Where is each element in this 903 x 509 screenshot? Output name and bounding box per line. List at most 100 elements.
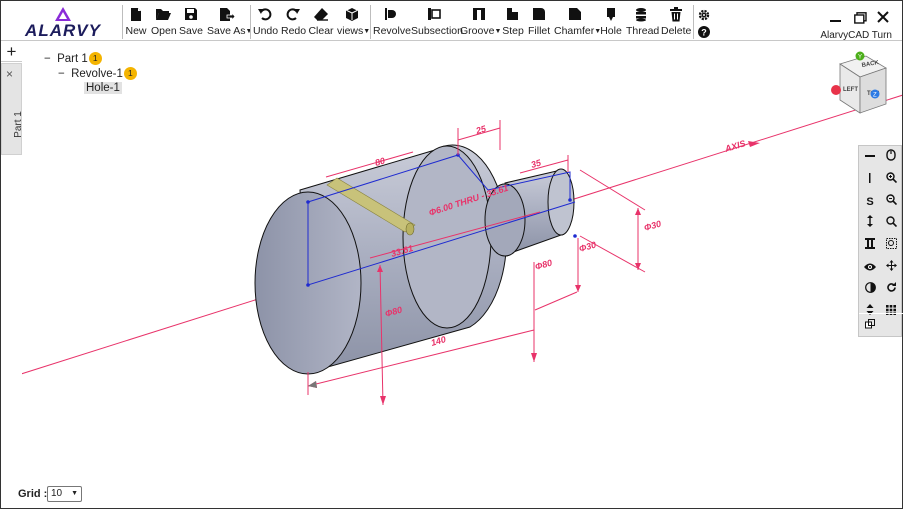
dimension-lines: [307, 120, 646, 406]
zoom-window-icon[interactable]: [881, 236, 901, 256]
i-beam-icon[interactable]: [860, 236, 880, 256]
grid-icon[interactable]: [881, 302, 901, 322]
subsection-button[interactable]: Subsection: [411, 7, 463, 39]
help-icon[interactable]: ?: [698, 26, 710, 41]
axis-x-dot: [831, 85, 841, 95]
undo-button[interactable]: Undo: [253, 7, 278, 39]
axis-z-label: Z: [873, 93, 877, 99]
add-part-button[interactable]: +: [1, 42, 22, 62]
save-button[interactable]: Save: [179, 7, 203, 39]
thread-icon: [626, 7, 656, 23]
subsection-icon: [411, 7, 457, 23]
app-name-label: AlarvyCAD Turn: [820, 30, 892, 41]
svg-text:?: ?: [701, 28, 707, 38]
zoom-in-icon[interactable]: [881, 170, 901, 190]
tree-item-hole-label: Hole-1: [84, 82, 122, 94]
tree-count-badge: 1: [88, 52, 102, 65]
eraser-icon: [308, 7, 334, 23]
grid-size-value: 10: [51, 488, 63, 499]
zoom-fit-icon[interactable]: [881, 214, 901, 234]
tree-item-hole[interactable]: Hole-1: [84, 82, 122, 94]
part-tab-strip: + × Part 1: [1, 42, 24, 155]
collapse-icon[interactable]: −: [58, 68, 65, 80]
toolbar-separator: [370, 5, 371, 39]
close-window-icon[interactable]: [877, 10, 889, 26]
3d-viewport[interactable]: AXIS: [1, 42, 903, 508]
iso-view-icon[interactable]: [860, 316, 880, 336]
drilled-hole: [326, 177, 416, 236]
axis-z-dot: [870, 89, 880, 99]
cube-left-face: LEFT: [843, 87, 858, 93]
part-tab[interactable]: × Part 1: [1, 63, 24, 155]
close-tab-icon[interactable]: ×: [6, 67, 14, 81]
open-button[interactable]: Open: [151, 7, 177, 39]
drill-hole-icon: [600, 7, 622, 23]
up-down-icon[interactable]: [860, 302, 880, 322]
dim-80-top: 80: [374, 156, 386, 168]
grid-size-select[interactable]: 10 ▼: [47, 486, 82, 502]
view-cube[interactable]: BACK LEFT TOP Y Z: [826, 50, 892, 116]
dim-phi80-a: Φ80: [534, 258, 554, 272]
axis-arrow: [748, 141, 760, 147]
chamfer-icon: [554, 7, 596, 23]
dim-25: 25: [474, 123, 488, 136]
toolbar: ALARVY New Open Save Save As▼ Undo Redo …: [1, 1, 902, 41]
clear-button[interactable]: Clear: [308, 7, 334, 39]
view-side-button[interactable]: [860, 170, 880, 190]
trash-icon: [661, 7, 691, 23]
view-tools-panel: S: [858, 145, 903, 337]
dim-phi30-b: Φ30: [578, 240, 598, 254]
tree-item-revolve-label: Revolve-1: [71, 68, 123, 80]
maximize-icon[interactable]: [854, 11, 867, 27]
extension-arrows: [308, 381, 317, 388]
view-front-button[interactable]: [860, 148, 880, 168]
undo-icon: [253, 7, 277, 23]
fillet-icon: [528, 7, 550, 23]
hole-button[interactable]: Hole: [600, 7, 622, 39]
folder-open-icon: [151, 7, 175, 23]
svg-text:ALARVY: ALARVY: [24, 21, 102, 39]
vertical-arrows-icon[interactable]: [860, 214, 880, 234]
mouse-icon[interactable]: [881, 148, 901, 168]
axis-y-dot: [855, 51, 865, 61]
sketch-vertices: [306, 153, 577, 287]
chamfer-button[interactable]: Chamfer▼: [554, 7, 601, 39]
views-button[interactable]: views▼: [337, 7, 370, 39]
fillet-button[interactable]: Fillet: [528, 7, 550, 39]
revolve-button[interactable]: Revolve: [373, 7, 411, 39]
toolbar-separator: [693, 5, 694, 39]
chevron-down-icon: ▼: [71, 490, 78, 497]
cad-drawing: AXIS: [1, 94, 903, 406]
groove-icon: [460, 7, 498, 23]
thread-button[interactable]: Thread: [626, 7, 659, 39]
new-file-icon: [125, 7, 147, 23]
step-button[interactable]: Step: [502, 7, 524, 39]
settings-gear-icon[interactable]: [698, 9, 710, 24]
minimize-icon[interactable]: [830, 9, 842, 26]
save-as-button[interactable]: Save As▼: [207, 7, 252, 39]
redo-icon: [281, 7, 305, 23]
zoom-out-icon[interactable]: [881, 192, 901, 212]
save-as-icon: [207, 7, 247, 23]
collapse-icon[interactable]: −: [44, 53, 51, 65]
tree-item-part-label: Part 1: [57, 53, 88, 65]
axis-y-label: Y: [858, 55, 862, 61]
contrast-icon[interactable]: [860, 280, 880, 300]
rotate-icon[interactable]: [881, 280, 901, 300]
eye-icon[interactable]: [860, 258, 880, 278]
floppy-disk-icon: [179, 7, 203, 23]
pan-icon[interactable]: [881, 258, 901, 278]
new-button[interactable]: New: [125, 7, 147, 39]
dim-phi30-a: Φ30: [643, 219, 663, 233]
axis-label: AXIS: [723, 138, 747, 154]
delete-button[interactable]: Delete: [661, 7, 691, 39]
cube-icon: [337, 7, 367, 23]
redo-button[interactable]: Redo: [281, 7, 306, 39]
toolbar-separator: [122, 5, 123, 39]
dim-phi80-b: Φ80: [384, 305, 404, 319]
section-s-button[interactable]: S: [866, 196, 874, 208]
groove-button[interactable]: Groove▼: [460, 7, 501, 39]
alarvy-logo: ALARVY: [5, 5, 121, 40]
